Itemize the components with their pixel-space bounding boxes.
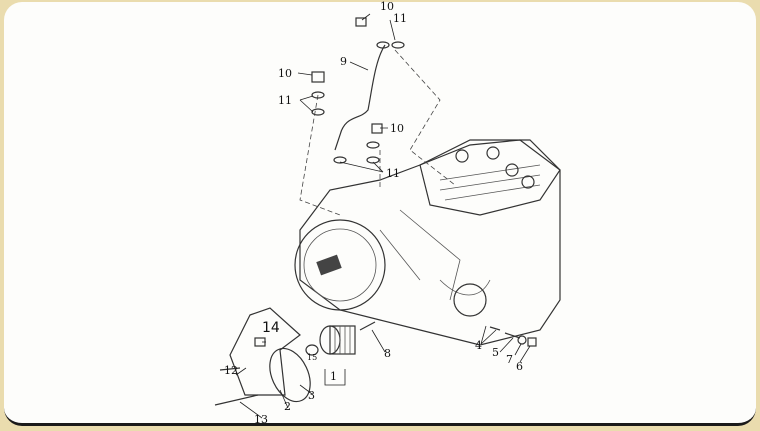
callout-6: 6 bbox=[516, 360, 523, 373]
callout-9: 9 bbox=[340, 55, 347, 68]
callout-10-top: 10 bbox=[380, 0, 394, 13]
callout-10-mid: 10 bbox=[390, 122, 404, 135]
callout-11-top: 11 bbox=[393, 12, 407, 25]
callout-3: 3 bbox=[308, 389, 315, 402]
diagram-frame bbox=[4, 2, 756, 426]
callout-4: 4 bbox=[475, 339, 482, 352]
callout-11-left: 11 bbox=[278, 94, 292, 107]
callout-15: 15 bbox=[307, 353, 317, 362]
engine-assembly bbox=[294, 139, 561, 346]
callout-8: 8 bbox=[384, 347, 391, 360]
callout-12: 12 bbox=[224, 364, 238, 377]
callout-2: 2 bbox=[284, 400, 291, 413]
callout-14: 14 bbox=[262, 320, 280, 336]
oil-filter-parts bbox=[214, 307, 537, 406]
callout-5: 5 bbox=[492, 346, 499, 359]
callout-11-mid: 11 bbox=[386, 167, 400, 180]
callout-1: 1 bbox=[330, 370, 337, 383]
callout-7: 7 bbox=[506, 353, 513, 366]
callout-10-left: 10 bbox=[278, 67, 292, 80]
callout-13: 13 bbox=[254, 413, 268, 426]
oil-pipe bbox=[299, 17, 456, 216]
